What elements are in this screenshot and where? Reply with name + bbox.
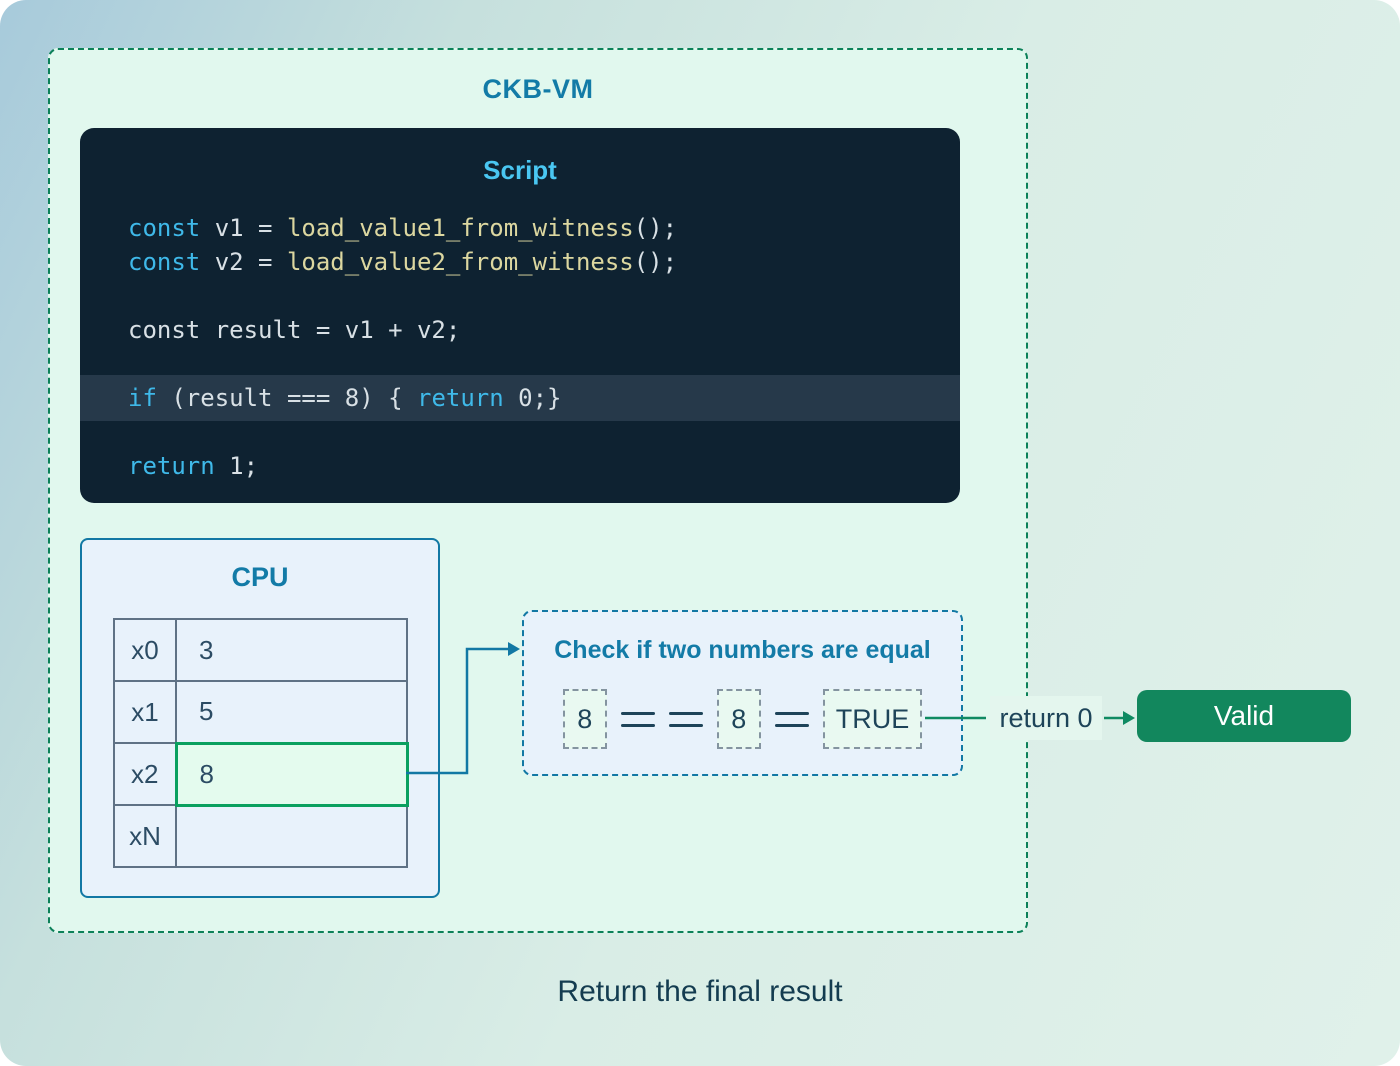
code-line-highlighted: if (result === 8) { return 0;} — [80, 375, 960, 421]
equals-icon — [774, 711, 809, 727]
register-value — [175, 804, 408, 868]
script-code-lines: const v1 = load_value1_from_witness();co… — [80, 211, 960, 483]
code-line: const v1 = load_value1_from_witness(); — [128, 214, 678, 242]
register-value: 3 — [175, 618, 408, 682]
ckb-vm-label: CKB-VM — [482, 74, 594, 104]
register-name: x2 — [113, 742, 177, 806]
return-0-label: return 0 — [990, 696, 1102, 740]
check-panel-title: Check if two numbers are equal — [554, 636, 931, 664]
register-value: 5 — [175, 680, 408, 744]
register-name: x0 — [113, 618, 177, 682]
register-value-highlighted: 8 — [174, 741, 409, 807]
valid-badge: Valid — [1137, 690, 1351, 742]
caption: Return the final result — [557, 975, 843, 1008]
cpu-panel-title: CPU — [231, 562, 289, 592]
register-name: x1 — [113, 680, 177, 744]
equals-icon — [620, 711, 655, 727]
check-panel: Check if two numbers are equal 8 8 TRUE — [522, 610, 963, 776]
script-panel: Script const v1 = load_value1_from_witne… — [80, 128, 960, 503]
arrow-right-icon — [1123, 711, 1135, 725]
register-row: xN — [113, 804, 408, 868]
code-line: const v2 = load_value2_from_witness(); — [128, 248, 678, 276]
value-box: 8 — [716, 689, 761, 749]
equals-icon — [668, 711, 703, 727]
register-name: xN — [113, 804, 177, 868]
code-line: return 1; — [128, 452, 259, 480]
code-line: const result = v1 + v2; — [128, 316, 461, 344]
value-box: 8 — [562, 689, 607, 749]
code-line — [80, 279, 960, 313]
script-panel-title: Script — [483, 155, 557, 185]
value-box: TRUE — [822, 689, 923, 749]
check-expression: 8 8 TRUE — [524, 689, 961, 749]
